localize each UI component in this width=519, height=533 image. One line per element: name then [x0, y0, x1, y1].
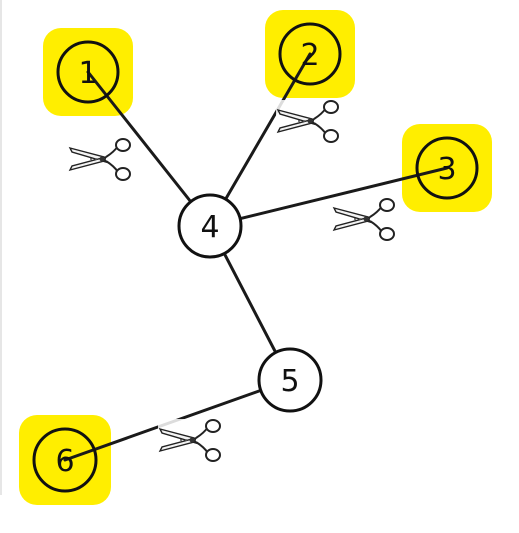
node-label-6: 6 [55, 444, 74, 479]
edge-layer [63, 52, 449, 462]
node-circle-6 [32, 427, 98, 493]
scissors-icon [158, 419, 222, 463]
node-label-4: 4 [200, 210, 219, 245]
node-circle-4 [177, 193, 243, 259]
node-layer: 1 2 3 4 5 6 [32, 22, 479, 493]
edge-2-4 [208, 52, 312, 228]
node-circle-3 [415, 136, 479, 200]
node-circle-2 [278, 22, 342, 86]
scissors-layer [68, 100, 396, 463]
node-5: 5 [257, 347, 323, 413]
node-6: 6 [32, 427, 98, 493]
edge-1-4 [86, 70, 212, 228]
node-3: 3 [415, 136, 479, 200]
node-label-1: 1 [78, 56, 97, 91]
scissors-icon [276, 100, 340, 144]
node-label-2: 2 [300, 38, 319, 73]
scissors-icon [68, 138, 132, 182]
node-circle-5 [257, 347, 323, 413]
node-label-3: 3 [437, 152, 456, 187]
node-circle-1 [56, 40, 120, 104]
node-label-5: 5 [280, 364, 299, 399]
node-2: 2 [278, 22, 342, 86]
scissors-icon [332, 198, 396, 242]
node-1: 1 [56, 40, 120, 104]
edge-3-4 [208, 166, 449, 228]
node-4: 4 [177, 193, 243, 259]
